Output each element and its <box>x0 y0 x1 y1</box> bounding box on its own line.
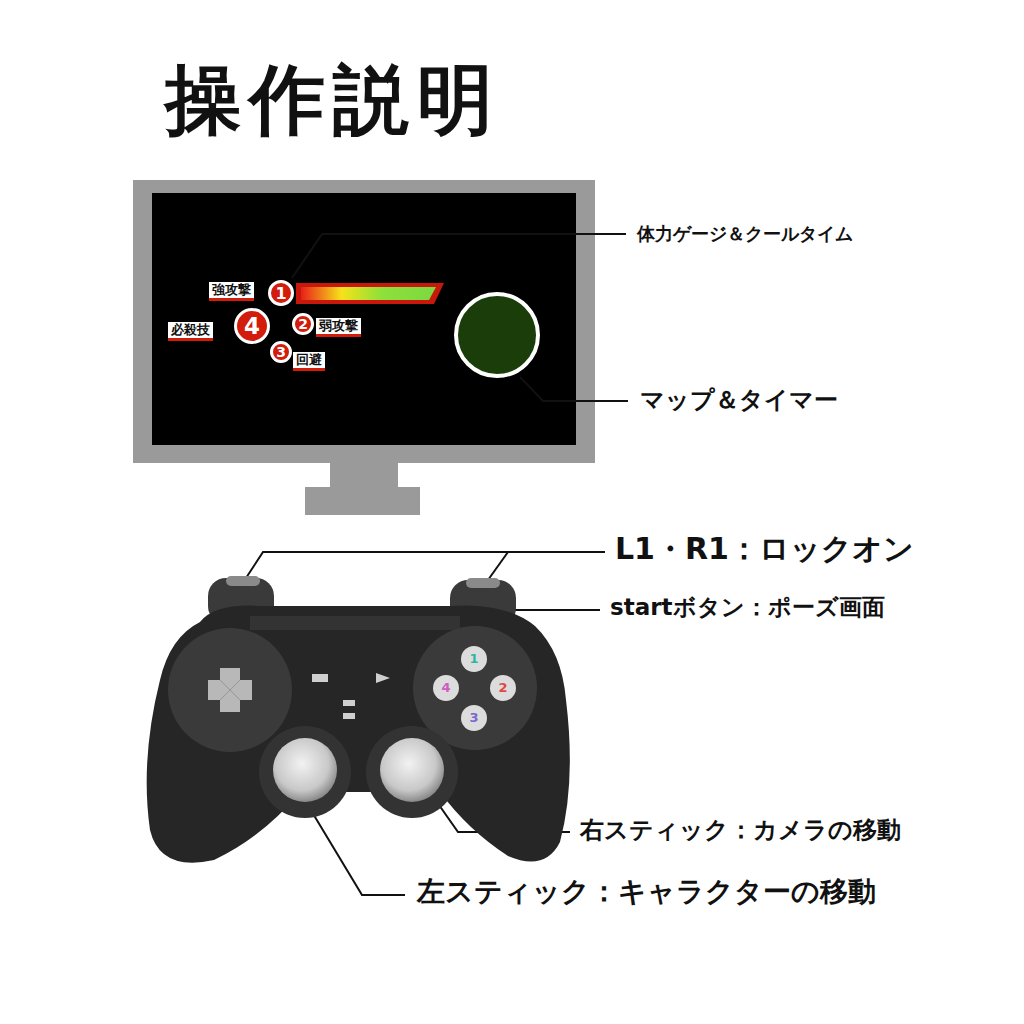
action-name: 必殺技 <box>171 322 210 337</box>
number-circle: 1 <box>268 280 294 306</box>
callout-label: 右スティック：カメラの移動 <box>580 817 901 845</box>
action-tag: 弱攻撃 <box>316 318 361 337</box>
callout-number: 2 <box>292 313 314 335</box>
map-circle <box>456 294 538 376</box>
health-bar <box>296 283 444 304</box>
action-tag: 必殺技 <box>168 322 213 341</box>
action-tag: 強攻撃 <box>209 282 254 301</box>
callout-label: 左スティック：キャラクターの移動 <box>417 876 876 908</box>
callout-number: 1 <box>268 280 294 306</box>
callout-label: 体力ゲージ＆クールタイム <box>637 224 853 245</box>
button-number: 3 <box>469 711 478 726</box>
number-circle: 3 <box>270 341 292 363</box>
button-number: 4 <box>441 681 450 696</box>
callout-number: 3 <box>270 341 292 363</box>
number-circle: 2 <box>292 313 314 335</box>
controller <box>147 576 570 863</box>
button-number: 2 <box>498 681 507 696</box>
title: 操作説明 <box>165 56 501 143</box>
callout-label: マップ＆タイマー <box>640 387 838 415</box>
number-circle: 4 <box>234 308 270 344</box>
action-name: 強攻撃 <box>212 282 251 297</box>
button-number: 1 <box>469 652 478 667</box>
callout-label: startボタン：ポーズ画面 <box>610 594 885 620</box>
leader-lines <box>246 234 628 895</box>
action-name: 弱攻撃 <box>319 318 358 333</box>
action-tag: 回避 <box>293 352 325 371</box>
monitor <box>133 180 595 515</box>
action-name: 回避 <box>296 352 322 367</box>
callout-number: 4 <box>234 308 270 344</box>
callout-label: L1・R1：ロックオン <box>615 532 914 567</box>
